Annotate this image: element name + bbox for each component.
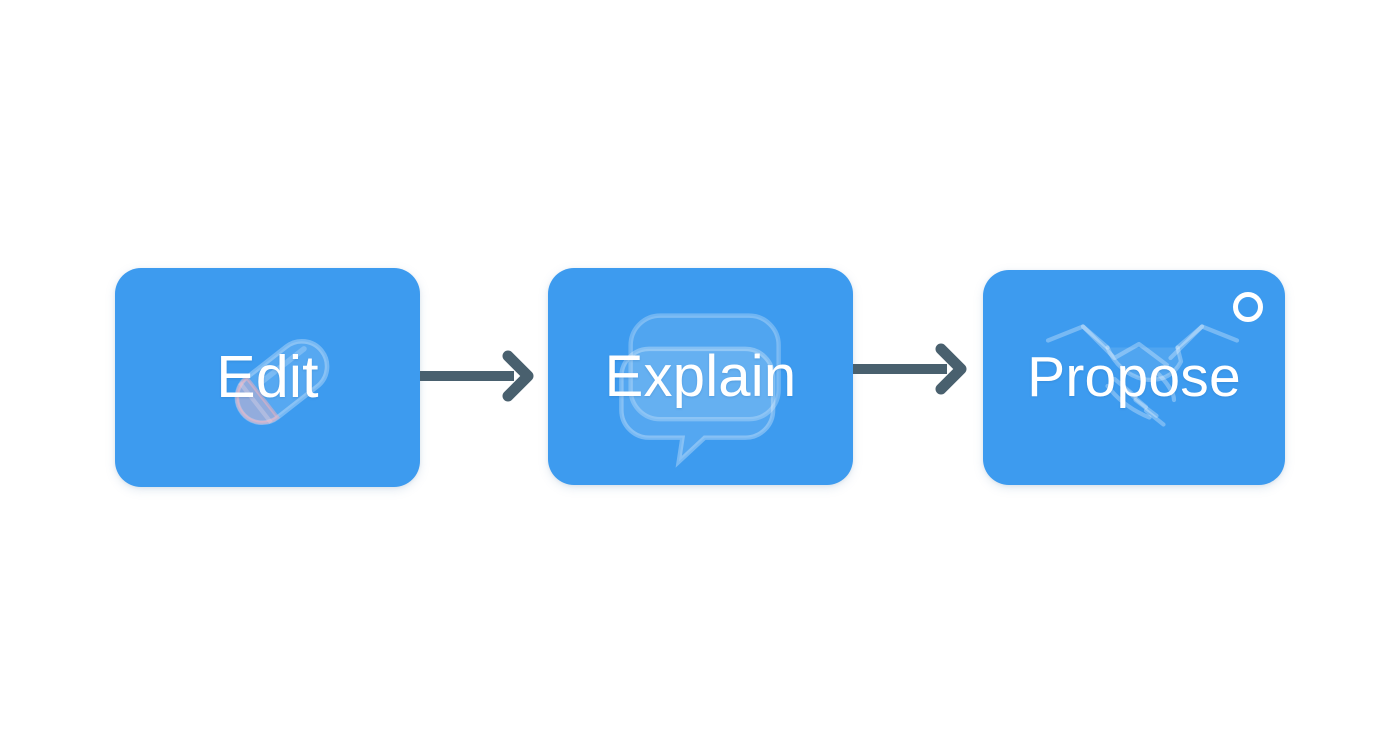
flow-node-label: Explain [604,343,797,409]
ring-badge-icon [1233,292,1263,322]
arrow-right-icon [418,348,540,404]
flow-node-edit[interactable]: Edit [115,268,420,487]
flow-node-label: Propose [1027,345,1241,409]
flow-node-propose[interactable]: Propose [983,270,1285,485]
arrow-right-icon [851,341,973,397]
flow-node-explain[interactable]: Explain [548,268,853,485]
flow-node-label: Edit [216,344,319,410]
